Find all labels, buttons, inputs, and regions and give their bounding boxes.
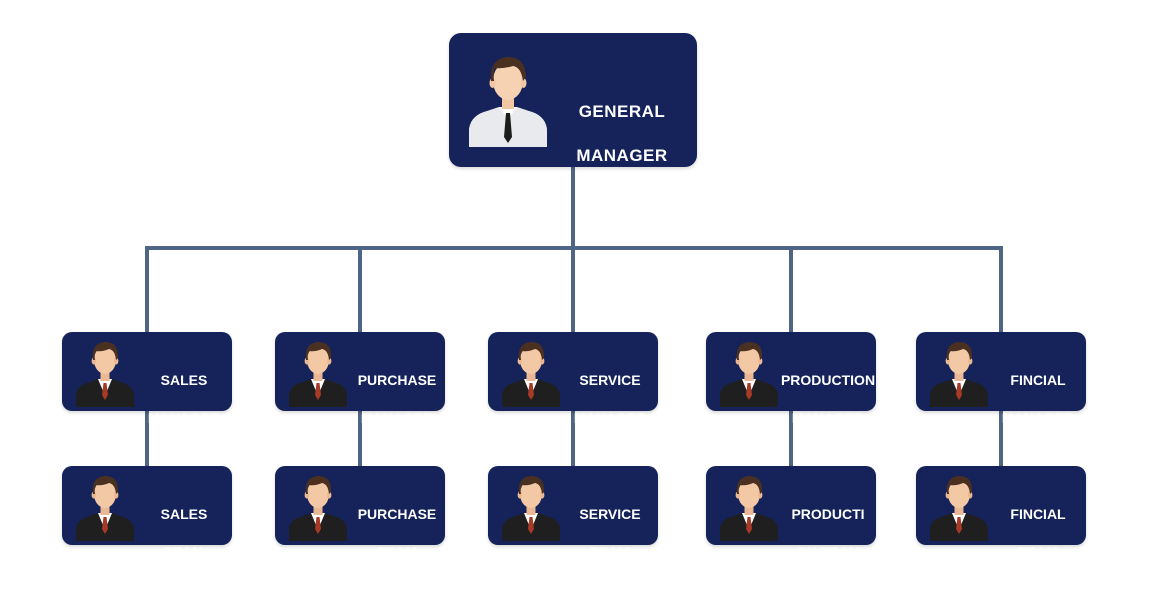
- service-team-label-line1: SERVICE: [579, 506, 641, 522]
- service-team-label: SERVICE TEAM: [560, 486, 660, 581]
- sales-team-label: SALES TEAM: [134, 486, 234, 581]
- production-manager-label-line2: MANAGER: [791, 410, 865, 426]
- manager-avatar-icon: [469, 51, 547, 147]
- fincial-team-label-line2: TEAM: [1018, 544, 1058, 560]
- general-manager-node: GENERAL MANAGER: [449, 33, 697, 167]
- person-avatar-icon: [76, 338, 134, 407]
- service-manager-label-line1: SERVICE: [579, 372, 641, 388]
- fincial-team-node: FINCIAL TEAM: [916, 466, 1086, 560]
- purchase-manager-label-line2: MANAGER: [360, 410, 434, 426]
- service-team-label-line2: TEAM: [590, 544, 630, 560]
- person-avatar-icon: [289, 338, 347, 407]
- purchase-team-label-line2: TEAM: [377, 544, 417, 560]
- fincial-manager-node: FINCIAL MANAGER: [916, 332, 1086, 426]
- person-avatar-icon: [76, 472, 134, 541]
- sales-manager-label-line2: MANAGER: [147, 410, 221, 426]
- service-manager-node: SERVICE MANAGER: [488, 332, 658, 426]
- production-team-label: PRODUCTI ON TEAM: [778, 486, 878, 581]
- service-manager-label-line2: MANAGER: [573, 410, 647, 426]
- person-avatar-icon: [930, 338, 988, 407]
- sales-manager-label-line1: SALES: [160, 372, 208, 388]
- production-manager-label: PRODUCTION MANAGER: [778, 352, 878, 447]
- production-manager-label-line1: PRODUCTION: [780, 372, 876, 388]
- fincial-team-label: FINCIAL TEAM: [988, 486, 1088, 581]
- sales-team-label-line2: TEAM: [164, 544, 204, 560]
- general-manager-label-line1: GENERAL: [578, 102, 666, 121]
- person-avatar-icon: [720, 338, 778, 407]
- sales-manager-node: SALES MANAGER: [62, 332, 232, 426]
- fincial-manager-label-line1: FINCIAL: [1010, 372, 1066, 388]
- person-avatar-icon: [289, 472, 347, 541]
- purchase-manager-label-line1: PURCHASE: [357, 372, 437, 388]
- fincial-manager-label: FINCIAL MANAGER: [988, 352, 1088, 447]
- person-avatar-icon: [720, 472, 778, 541]
- purchase-manager-node: PURCHASE MANAGER: [275, 332, 445, 426]
- purchase-team-label: PURCHASE TEAM: [347, 486, 447, 581]
- person-avatar-icon: [930, 472, 988, 541]
- sales-team-label-line1: SALES: [160, 506, 208, 522]
- person-avatar-icon: [502, 338, 560, 407]
- general-manager-label-line2: MANAGER: [576, 146, 668, 165]
- purchase-manager-label: PURCHASE MANAGER: [347, 352, 447, 447]
- production-manager-node: PRODUCTION MANAGER: [706, 332, 876, 426]
- fincial-team-label-line1: FINCIAL: [1010, 506, 1066, 522]
- production-team-label-line1: PRODUCTI: [791, 506, 865, 522]
- person-avatar-icon: [502, 472, 560, 541]
- production-team-node: PRODUCTI ON TEAM: [706, 466, 876, 560]
- service-manager-label: SERVICE MANAGER: [560, 352, 660, 447]
- production-team-label-line2: ON TEAM: [795, 544, 861, 560]
- purchase-team-label-line1: PURCHASE: [357, 506, 437, 522]
- fincial-manager-label-line2: MANAGER: [1001, 410, 1075, 426]
- sales-manager-label: SALES MANAGER: [134, 352, 234, 447]
- sales-team-node: SALES TEAM: [62, 466, 232, 560]
- service-team-node: SERVICE TEAM: [488, 466, 658, 560]
- purchase-team-node: PURCHASE TEAM: [275, 466, 445, 560]
- general-manager-label: GENERAL MANAGER: [567, 79, 677, 189]
